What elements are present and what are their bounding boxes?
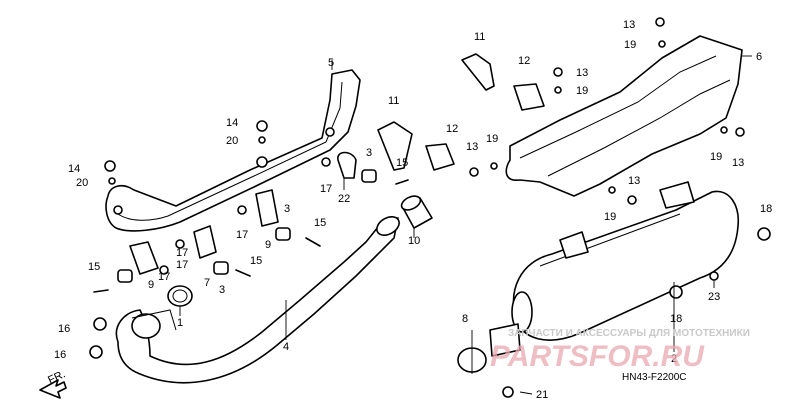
- leader-lines: [179, 55, 752, 395]
- part-2-muffler: [511, 181, 739, 341]
- callout-19: 19: [624, 39, 636, 51]
- part-9-bracket: [129, 241, 159, 275]
- part-11-stay: [377, 53, 495, 171]
- callout-17d: 17: [158, 271, 170, 283]
- callout-14: 14: [226, 117, 238, 129]
- callout-17e: 17: [176, 247, 188, 259]
- callout-13d: 13: [732, 157, 744, 169]
- callout-16b: 16: [54, 349, 66, 361]
- callout-19e: 19: [604, 211, 616, 223]
- callout-16: 16: [58, 323, 70, 335]
- callout-8: 8: [462, 313, 468, 325]
- callout-3b: 3: [284, 203, 290, 215]
- callout-19c: 19: [486, 133, 498, 145]
- callout-17b: 17: [236, 229, 248, 241]
- part-3-collar-2: [275, 227, 291, 241]
- callout-11b: 11: [474, 31, 485, 43]
- part-10-collar: [400, 195, 433, 229]
- part-3-collar-3: [213, 261, 229, 275]
- callout-6: 6: [756, 51, 762, 63]
- bolts: [89, 17, 771, 398]
- part-4-exhaust-pipe: [115, 216, 400, 384]
- callout-15c: 15: [250, 255, 262, 267]
- callout-10: 10: [408, 235, 420, 247]
- part-5-bracket: [105, 69, 361, 232]
- callout-4: 4: [283, 341, 289, 353]
- callout-13: 13: [623, 19, 635, 31]
- callout-12b: 12: [518, 55, 530, 67]
- callout-9b: 9: [265, 239, 271, 251]
- callout-11: 11: [388, 95, 399, 107]
- callout-13b: 13: [576, 67, 588, 79]
- callout-numbers: 1 2 3 3 3 4 5 6 7 8 9 9 10 11 11 12 12 1…: [54, 19, 772, 401]
- callout-18b: 18: [670, 313, 682, 325]
- part-3-collar-4: [117, 269, 133, 283]
- part-12-rubber-mount: [425, 83, 545, 171]
- callout-12: 12: [446, 123, 458, 135]
- part-1-gasket: [167, 285, 193, 307]
- callout-15: 15: [396, 157, 408, 169]
- front-direction-arrow-icon: [39, 379, 67, 399]
- callout-20: 20: [226, 135, 238, 147]
- diagram-code: HN43-F2200C: [622, 372, 686, 383]
- callout-13c: 13: [466, 141, 478, 153]
- callout-3: 3: [366, 147, 372, 159]
- callout-19b: 19: [576, 85, 588, 97]
- watermark-logo: PARTSFOR.RU: [490, 340, 705, 373]
- callout-2: 2: [671, 353, 677, 365]
- callout-13e: 13: [628, 175, 640, 187]
- callout-21: 21: [536, 389, 548, 401]
- callout-1: 1: [177, 317, 183, 329]
- part-3-collar: [361, 169, 377, 183]
- callout-22: 22: [338, 193, 350, 205]
- part-7-bracket: [193, 225, 217, 259]
- callout-7: 7: [204, 277, 210, 289]
- callout-19d: 19: [710, 151, 722, 163]
- callout-14b: 14: [68, 163, 80, 175]
- callout-20b: 20: [76, 177, 88, 189]
- callout-9: 9: [148, 279, 154, 291]
- callout-23: 23: [708, 291, 720, 303]
- part-6-heat-shield: [505, 35, 743, 197]
- watermark-tagline: ЗАПЧАСТИ И АКСЕССУАРЫ ДЛЯ МОТОТЕХНИКИ: [508, 328, 750, 339]
- callout-15b: 15: [314, 217, 326, 229]
- callout-18: 18: [760, 203, 772, 215]
- part-22-clip: [337, 151, 357, 179]
- part-9-bracket-upper: [255, 189, 279, 227]
- callout-3c: 3: [219, 284, 225, 296]
- callout-17: 17: [320, 183, 332, 195]
- callout-17c: 17: [176, 259, 188, 271]
- callout-5: 5: [328, 57, 334, 69]
- callout-15d: 15: [88, 261, 100, 273]
